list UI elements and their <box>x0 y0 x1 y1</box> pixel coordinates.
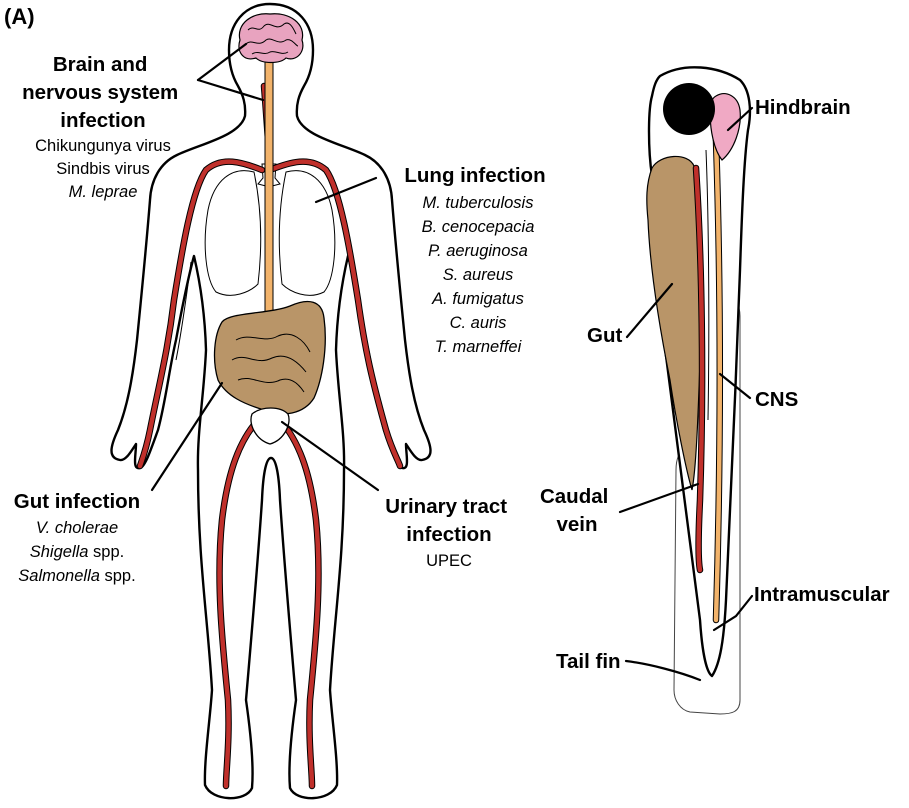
svg-text:Caudal vein: Caudal vein <box>540 485 614 536</box>
gut-title: Gut infection <box>14 490 140 513</box>
brain-pathogen-2: Sindbis virus <box>56 160 150 178</box>
label-caudal-vein-line-2: vein <box>556 513 597 536</box>
gut-pathogen-2: Shigella spp. <box>30 543 125 561</box>
lung-pathogen-6: C. auris <box>450 314 507 332</box>
panel-label: (A) <box>4 4 35 29</box>
gut-pathogen-1: V. cholerae <box>36 519 118 537</box>
human-figure <box>112 4 431 798</box>
lung-title: Lung infection <box>404 164 545 187</box>
right-lung <box>279 171 334 296</box>
human-spinal-cord <box>265 56 273 318</box>
svg-text:Urinary tract infection: Urinary tract infection <box>385 495 513 546</box>
label-gut: Gut <box>587 324 622 347</box>
zebrafish-eye <box>663 83 715 135</box>
brain-title-line-1: Brain and <box>53 53 148 76</box>
label-cns: CNS <box>755 388 798 411</box>
brain-title-line-2: nervous system <box>22 81 178 104</box>
gut-pathogen-2-genus: Shigella <box>30 543 89 561</box>
urinary-pathogen-1: UPEC <box>426 552 472 570</box>
label-tail-fin: Tail fin <box>556 650 621 673</box>
left-lung <box>205 171 260 296</box>
brain-pathogen-1: Chikungunya virus <box>35 137 171 155</box>
urinary-title-line-1: Urinary tract <box>385 495 507 518</box>
zebrafish-gut <box>647 156 701 490</box>
human-brain <box>239 14 303 63</box>
human-bladder <box>251 408 289 444</box>
gut-infection-label: Gut infection V. cholerae Shigella spp. … <box>14 490 140 585</box>
brain-pathogen-3: M. leprae <box>69 183 138 201</box>
label-caudal-vein-line-1: Caudal <box>540 485 608 508</box>
lung-pathogen-2: B. cenocepacia <box>422 218 535 236</box>
label-hindbrain: Hindbrain <box>755 96 851 119</box>
label-intramuscular: Intramuscular <box>754 583 890 606</box>
lung-pathogen-5: A. fumigatus <box>431 290 524 308</box>
lung-pathogen-7: T. marneffei <box>435 338 523 356</box>
gut-pathogen-3: Salmonella spp. <box>18 567 135 585</box>
lung-pathogen-4: S. aureus <box>443 266 514 284</box>
lung-pathogen-3: P. aeruginosa <box>428 242 528 260</box>
gut-pathogen-3-spp: spp. <box>100 567 136 585</box>
urinary-infection-label: Urinary tract infection UPEC <box>385 495 513 570</box>
gut-pathogen-2-spp: spp. <box>88 543 124 561</box>
brain-title-line-3: infection <box>60 109 145 132</box>
human-gut <box>215 302 326 414</box>
lung-infection-label: Lung infection M. tuberculosis B. cenoce… <box>404 164 545 356</box>
urinary-title-line-2: infection <box>406 523 491 546</box>
svg-text:Brain and nervous system: Brain and nervous system infection <box>22 53 184 132</box>
lung-pathogen-1: M. tuberculosis <box>423 194 534 212</box>
gut-pathogen-3-genus: Salmonella <box>18 567 100 585</box>
brain-infection-label: Brain and nervous system infection Chiku… <box>22 53 184 201</box>
